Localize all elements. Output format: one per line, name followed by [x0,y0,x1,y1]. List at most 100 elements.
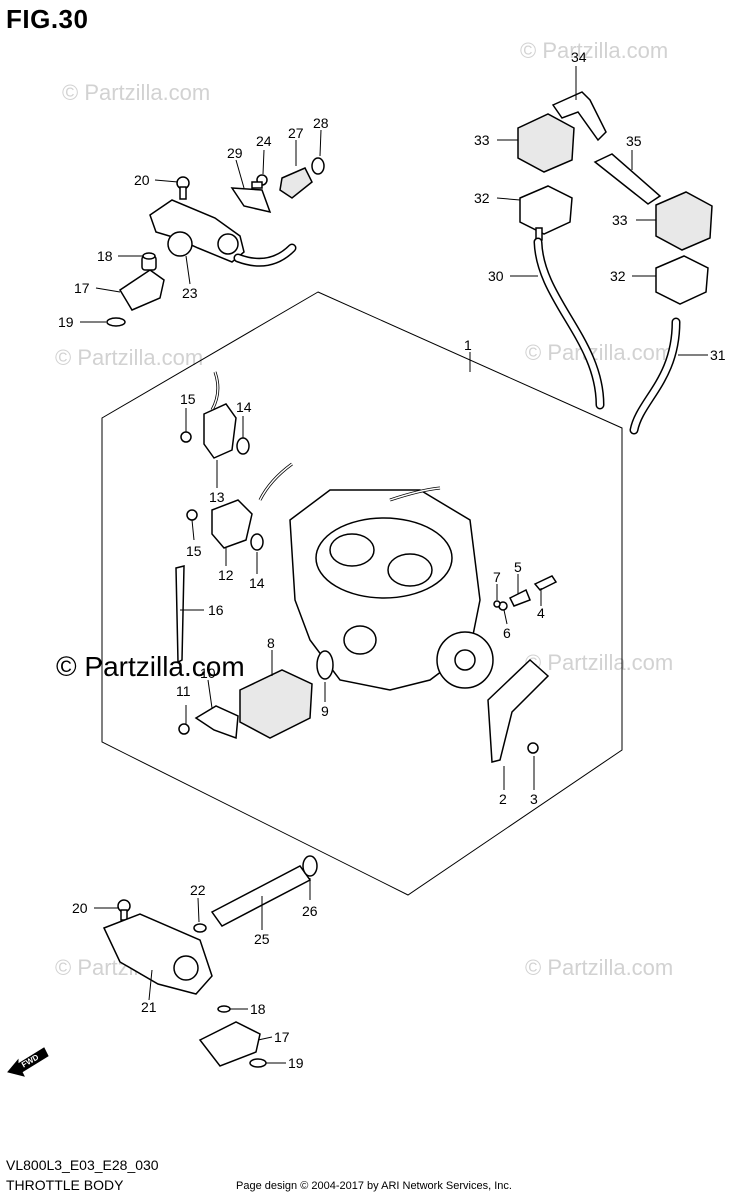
callout-15-upper: 15 [180,391,196,407]
callout-13: 13 [209,489,225,505]
sensor-32-upper-icon[interactable] [519,185,573,235]
sensor-8-icon[interactable] [239,669,313,739]
holder-23-port [167,231,193,257]
injector-17-lower-icon[interactable] [198,1021,261,1067]
callout-1: 1 [464,337,472,353]
callout-numbers: 1 2 3 4 5 6 7 8 9 10 11 12 13 14 14 15 1… [58,49,726,1071]
watermark: © Partzilla.com [520,38,668,63]
o-ring-19-lower-icon[interactable] [249,1058,267,1068]
nut-7-icon[interactable] [493,600,501,608]
model-code: VL800L3_E03_E28_030 [6,1157,159,1173]
callout-2: 2 [499,791,507,807]
joint-27-icon[interactable] [279,167,313,199]
callout-8: 8 [267,635,275,651]
throttle-pulley-hub [454,649,476,671]
callout-16: 16 [208,602,224,618]
watermark: © Partzilla.com [55,345,203,370]
callout-9: 9 [321,703,329,719]
callout-34: 34 [571,49,587,65]
callout-19-lower: 19 [288,1055,304,1071]
throttle-bore-left [329,533,375,567]
section-name: THROTTLE BODY [6,1177,124,1193]
bracket-10-icon[interactable] [194,705,239,740]
o-ring-9-icon[interactable] [316,650,334,680]
watermark: © Partzilla.com [525,650,673,675]
o-ring-14-lower-icon[interactable] [250,533,264,551]
copyright-notice: Page design © 2004-2017 by ARI Network S… [236,1180,512,1192]
callout-12: 12 [218,567,234,583]
callout-18-lower: 18 [250,1001,266,1017]
o-ring-18-icon[interactable] [142,252,156,260]
forward-arrow-icon: FWD [7,1047,49,1077]
screw-15-lower-icon[interactable] [186,509,198,521]
callout-3: 3 [530,791,538,807]
screw-11-icon[interactable] [178,723,190,735]
callout-7: 7 [493,569,501,585]
pipe-25-icon[interactable] [210,865,312,927]
callout-15-lower: 15 [186,543,202,559]
watermark: © Partzilla.com [525,340,673,365]
callout-11: 11 [176,683,191,699]
sensor-13-icon[interactable] [203,403,237,459]
connector-33-lower-icon[interactable] [655,191,713,251]
watermark: © Partzilla.com [62,80,210,105]
cable-bracket-group[interactable] [487,658,550,763]
callout-32-upper: 32 [474,190,490,206]
watermark-group: © Partzilla.com © Partzilla.com © Partzi… [55,38,673,980]
callout-20-upper: 20 [134,172,150,188]
callout-17-lower: 17 [274,1029,290,1045]
bracket-34-icon[interactable] [551,91,607,142]
callout-32-lower: 32 [610,268,626,284]
plate-29-icon[interactable] [230,187,272,214]
upper-injector-assembly[interactable] [106,157,325,327]
screw-15-upper-icon[interactable] [180,431,192,443]
sensor-connector-group[interactable] [517,91,713,435]
callout-24: 24 [256,133,272,149]
callout-26: 26 [302,903,318,919]
lower-injector-assembly[interactable] [102,855,318,1068]
callout-35: 35 [626,133,642,149]
tp-sensor-group[interactable] [175,371,293,664]
injector-17-icon[interactable] [118,269,165,311]
callout-14-lower: 14 [249,575,265,591]
bracket-2-icon[interactable] [487,658,550,763]
bracket-35-icon[interactable] [593,153,662,205]
bolt-20-shank [179,186,187,200]
throttle-body[interactable] [289,486,494,691]
leader-lines [80,66,708,1064]
assembly-outline [101,291,623,896]
watermark: © Partzilla.com [525,955,673,980]
spring-5-icon[interactable] [508,588,531,607]
callout-30: 30 [488,268,504,284]
throttle-port [343,625,377,655]
callout-33-lower: 33 [612,212,628,228]
callout-33-upper: 33 [474,132,490,148]
callout-21: 21 [141,999,157,1015]
o-ring-22-icon[interactable] [193,923,207,933]
screw-3-icon[interactable] [527,742,539,754]
map-sensor-group[interactable] [178,650,334,740]
screw-4-icon[interactable] [533,575,558,591]
connector-33-upper-icon[interactable] [517,113,575,173]
bolt-24-shank [251,181,263,189]
callout-31: 31 [710,347,726,363]
o-ring-26-icon[interactable] [302,855,318,877]
clamp-16-icon[interactable] [175,565,185,664]
exploded-parts-diagram: © Partzilla.com © Partzilla.com © Partzi… [7,38,726,1077]
holder-23-port-2 [217,233,239,255]
callout-27: 27 [288,125,304,141]
figure-title: FIG.30 [6,4,89,34]
adjuster-screw-group[interactable] [493,575,558,611]
callout-10: 10 [200,665,216,681]
watermark-large: © Partzilla.com [56,651,245,682]
o-ring-28-icon[interactable] [311,157,325,175]
sensor-32-lower-icon[interactable] [655,255,709,305]
o-ring-19-icon[interactable] [106,317,126,327]
sensor-12-icon[interactable] [211,499,253,549]
callout-28: 28 [313,115,329,131]
o-ring-14-upper-icon[interactable] [236,437,250,455]
callout-18-upper: 18 [97,248,113,264]
o-ring-18-lower-icon[interactable] [217,1005,231,1013]
callout-6: 6 [503,625,511,641]
callout-22: 22 [190,882,206,898]
